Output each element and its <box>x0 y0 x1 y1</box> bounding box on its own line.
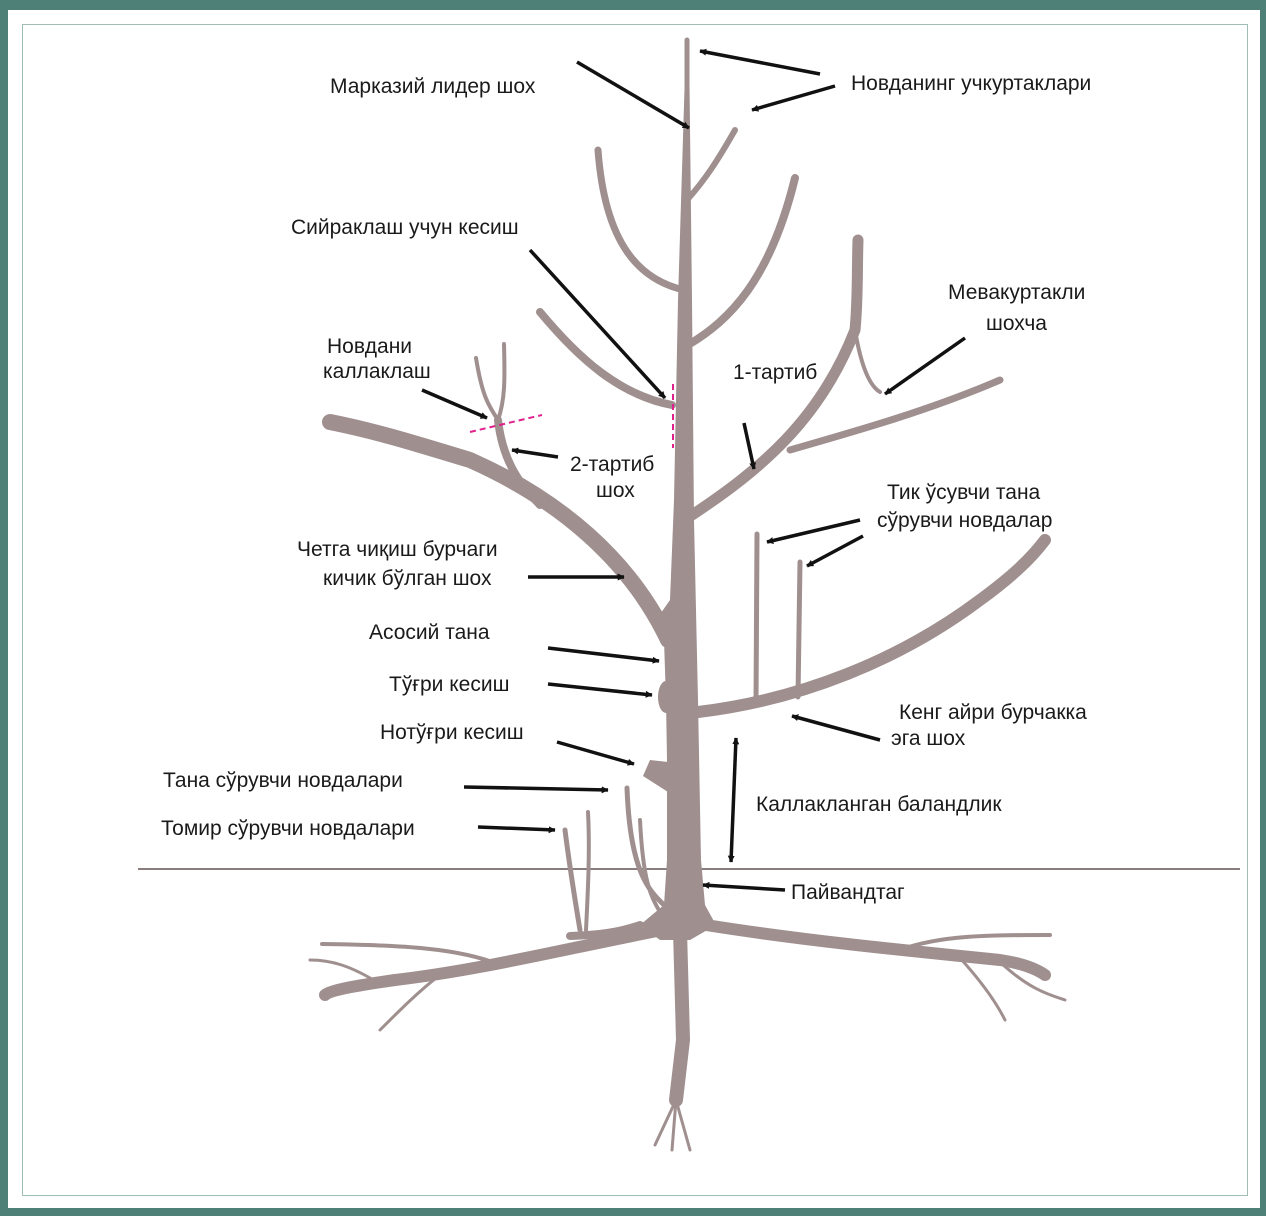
label-wide-angle-1: Кенг айри бурчакка <box>899 701 1087 724</box>
arrow-shoot-buds-1 <box>700 51 820 74</box>
arrow-correct-cut <box>548 684 652 695</box>
label-thinning-cut: Сийраклаш учун кесиш <box>291 216 519 239</box>
label-wide-angle-2: эга шох <box>891 727 966 750</box>
label-rootstock: Пайвандтаг <box>791 881 905 904</box>
arrow-heading-height <box>731 738 736 862</box>
label-incorrect-cut: Нотўғри кесиш <box>380 721 524 744</box>
tree <box>310 40 1065 1150</box>
label-root-suckers: Томир сўрувчи новдалари <box>161 817 415 840</box>
label-narrow-angle-2: кичик бўлган шох <box>323 567 492 590</box>
taproot-fork-2 <box>676 1100 690 1150</box>
arrow-shoot-buds-2 <box>752 86 835 110</box>
heading-cut-line <box>470 415 542 432</box>
label-shoot-buds: Новданинг учкуртаклари <box>851 72 1091 95</box>
arrow-water-sprout-1 <box>767 520 860 542</box>
root-sucker-2 <box>586 812 589 930</box>
label-water-sprouts-2: сўрувчи новдалар <box>877 509 1052 532</box>
arrow-water-sprout-2 <box>807 536 863 566</box>
branch-thinning <box>540 312 672 405</box>
branch-upper-left <box>598 150 684 290</box>
label-fruit-spur-1: Мевакуртакли <box>948 281 1085 304</box>
branch-mid-right <box>688 178 795 345</box>
root-right-fine-2 <box>960 958 1005 1020</box>
root-right <box>706 925 1045 975</box>
label-heading-shoot-2: каллаклаш <box>323 360 431 383</box>
branch-upper-right <box>687 130 735 200</box>
water-sprout-2 <box>798 562 800 697</box>
correct-cut-collar <box>658 681 674 713</box>
label-heading-height: Каллакланган баландлик <box>756 793 1002 816</box>
label-second-order-1: 2-тартиб <box>570 453 654 476</box>
label-main-trunk: Асосий тана <box>369 621 490 644</box>
arrow-second-order <box>512 450 558 457</box>
label-fruit-spur-2: шохча <box>986 312 1047 335</box>
arrow-main-trunk <box>548 648 659 661</box>
arrow-root-suckers <box>478 827 555 830</box>
labels: Марказий лидер шох Новданинг учкуртаклар… <box>161 72 1091 904</box>
headed-shoot-right <box>498 344 504 420</box>
arrow-first-order <box>744 423 754 469</box>
arrow-central-leader <box>577 62 689 128</box>
label-narrow-angle-1: Четга чиқиш бурчаги <box>297 538 498 561</box>
label-second-order-2: шох <box>596 479 635 502</box>
label-water-sprouts-1: Тик ўсувчи тана <box>887 481 1041 504</box>
label-heading-shoot-1: Новдани <box>327 335 412 358</box>
label-correct-cut: Тўғри кесиш <box>389 673 509 696</box>
trunk-sucker-1 <box>627 788 664 905</box>
headed-shoot-left <box>476 358 498 420</box>
branch-wide-angle <box>698 540 1045 712</box>
label-trunk-suckers: Тана сўрувчи новдалари <box>163 769 403 792</box>
arrow-incorrect-cut <box>557 742 634 764</box>
arrow-heading-shoot <box>422 390 487 418</box>
label-first-order: 1-тартиб <box>733 361 817 384</box>
arrow-fruit-spur <box>885 338 965 394</box>
arrow-trunk-suckers <box>464 787 608 790</box>
arrow-rootstock <box>703 885 785 890</box>
label-central-leader: Марказий лидер шох <box>330 75 536 98</box>
root-sucker-1 <box>565 830 580 930</box>
incorrect-cut-stub <box>643 760 668 792</box>
taproot <box>676 930 683 1100</box>
fruit-spur <box>855 330 880 392</box>
arrow-wide-angle <box>792 716 880 740</box>
water-sprout-1 <box>756 534 757 705</box>
root-left-fine-1 <box>322 944 500 965</box>
